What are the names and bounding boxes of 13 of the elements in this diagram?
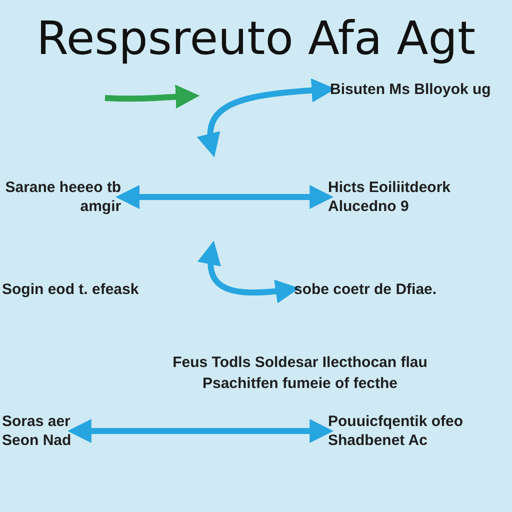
double-arrow <box>116 185 334 209</box>
note-text: Feus Todls Soldesar Ilecthocan flau Psachitfen fumeie of fecthe <box>172 353 428 394</box>
text-label: Soras aer Seon Nad <box>2 412 73 450</box>
double-arrow <box>198 240 300 304</box>
text-label: sobe coetr de Dfiae. <box>294 280 438 299</box>
text-label: Hicts Eoiliitdeork Alucedno 9 <box>328 178 452 216</box>
text-label: Sogin eod t. efeask <box>2 280 140 299</box>
text-label: Bisuten Ms Blloyok ug <box>330 80 492 99</box>
title: Respsreuto Afa Agt <box>35 10 477 67</box>
double-arrow <box>67 419 334 443</box>
text-label: Sarane heeeo tb amgir <box>4 178 122 216</box>
double-arrow <box>198 78 336 158</box>
text-label: Pouuicfqentik ofeo Shadbenet Ac <box>328 412 464 450</box>
